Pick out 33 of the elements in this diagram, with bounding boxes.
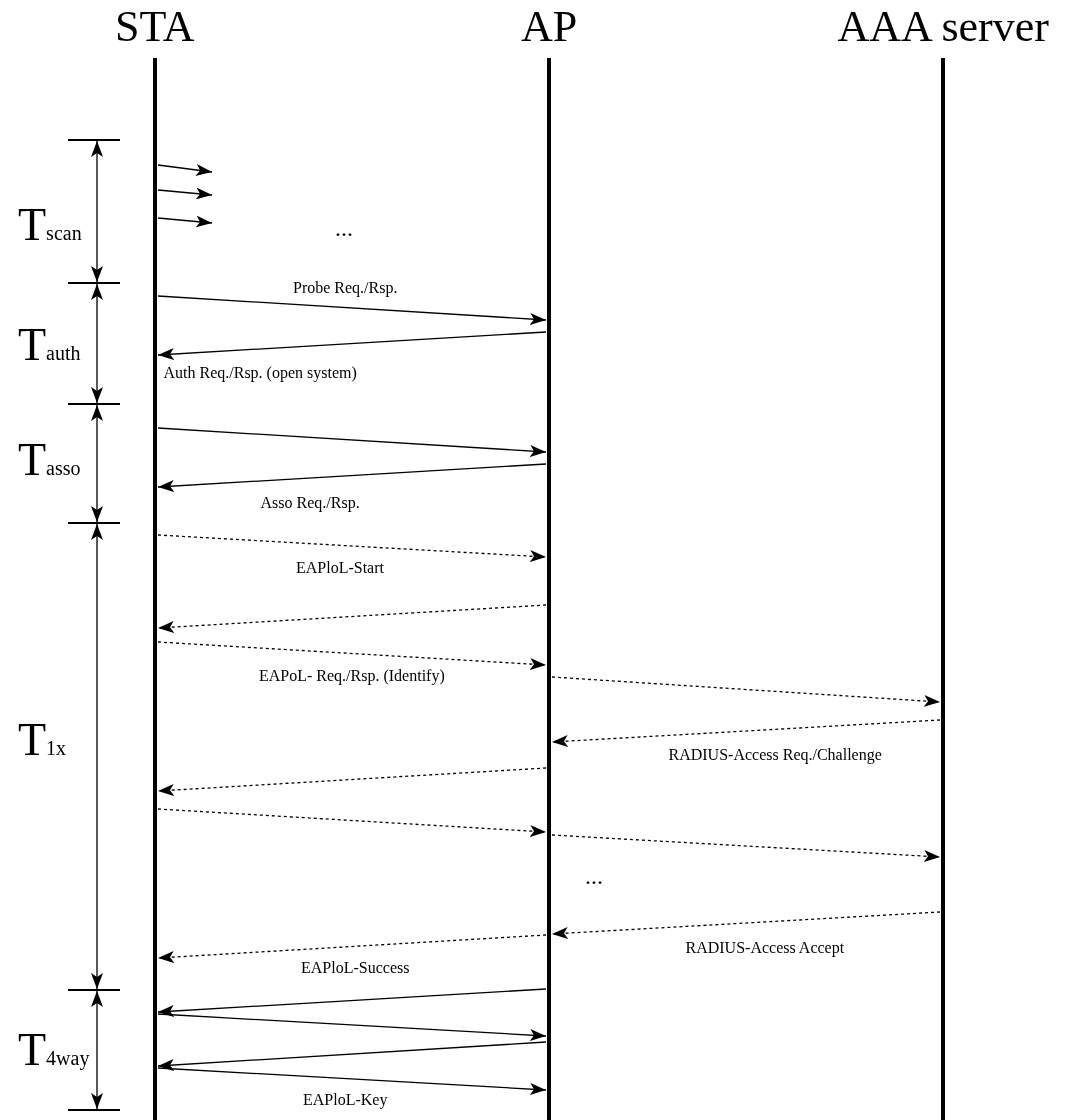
arrow	[157, 427, 547, 457]
arrow	[157, 604, 547, 634]
edge-label: Auth Req./Rsp. (open system)	[161, 364, 359, 382]
edge-label: EAPoL- Req./Rsp. (Identify)	[257, 667, 447, 685]
arrow	[157, 215, 213, 228]
participant-label: STA	[115, 2, 195, 52]
edge-label: EAPloL-Key	[301, 1091, 390, 1109]
arrow	[157, 988, 547, 1018]
ellipsis: ...	[585, 866, 603, 886]
arrow	[157, 187, 213, 200]
arrow	[157, 1041, 547, 1071]
arrow	[157, 534, 547, 563]
ellipsis: ...	[335, 218, 353, 238]
arrow	[157, 295, 547, 325]
arrow	[157, 767, 547, 797]
edge-label: Probe Req./Rsp.	[291, 279, 400, 297]
arrow	[551, 834, 941, 863]
arrow	[157, 1013, 547, 1042]
edge-label: RADIUS-Access Accept	[683, 939, 847, 957]
participant-label: AAA server	[837, 2, 1049, 52]
arrow	[157, 808, 547, 838]
edge-label: RADIUS-Access Req./Challenge	[666, 746, 884, 764]
arrow	[551, 911, 941, 940]
arrow	[157, 331, 547, 361]
arrow	[157, 641, 547, 671]
arrow	[157, 463, 547, 493]
arrow	[157, 934, 547, 964]
arrow	[551, 676, 941, 707]
participant-label: AP	[521, 2, 578, 52]
arrow	[551, 719, 941, 748]
arrow	[157, 164, 213, 176]
edge-label: Asso Req./Rsp.	[258, 494, 362, 512]
arrow	[157, 1067, 547, 1096]
